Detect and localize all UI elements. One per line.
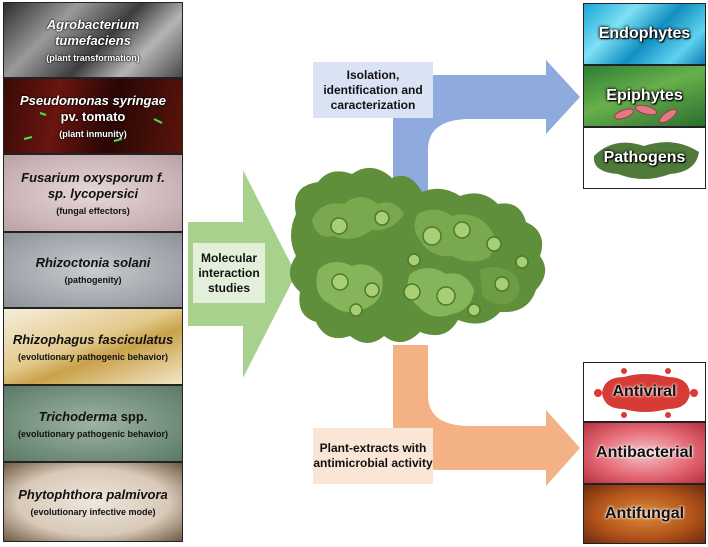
organism-name: Rhizoctonia solani [35, 255, 151, 270]
panel-fusarium: Fusarium oxysporum f. sp. lycopersici (f… [3, 154, 183, 232]
panel-antifungal: Antifungal [583, 484, 706, 544]
antifungal-label: Antifungal [604, 505, 685, 522]
panel-pseudomonas: Pseudomonas syringae pv. tomato (plant i… [3, 78, 183, 154]
antiviral-label: Antiviral [612, 383, 677, 400]
organism-name-suffix: pv. tomato [60, 109, 126, 124]
panel-antibacterial: Antibacterial [583, 422, 706, 484]
panel-rhizophagus: Rhizophagus fasciculatus (evolutionary p… [3, 308, 183, 385]
panel-trichoderma: Trichoderma spp. (evolutionary pathogeni… [3, 385, 183, 462]
organism-name-suffix: spp. [117, 408, 148, 424]
epiphyte-bacteria-image [614, 104, 678, 124]
panel-rhizoctonia: Rhizoctonia solani (pathogenity) [3, 232, 183, 308]
organism-role: (plant inmunity) [59, 129, 127, 139]
organism-role: (evolutionary infective mode) [30, 507, 156, 517]
isolation-label: Isolation, identification and caracteriz… [313, 62, 433, 118]
blue-arrow [393, 60, 580, 205]
pathogen-leaf-image [593, 142, 699, 179]
molecular-interaction-label: Molecular interaction studies [193, 243, 265, 303]
panel-antiviral: Antiviral [583, 362, 706, 422]
antibacterial-label: Antibacterial [596, 444, 693, 461]
organism-role: (pathogenity) [64, 275, 122, 285]
organism-name: Phytophthora palmivora [18, 487, 168, 502]
organism-role: (evolutionary pathogenic behavior) [17, 351, 169, 362]
virus-image [594, 368, 698, 418]
organism-role: (fungal effectors) [56, 206, 130, 216]
pathogens-label: Pathogens [603, 149, 686, 166]
organism-role: (plant transformation) [46, 53, 140, 63]
plant-extracts-label: Plant-extracts with antimicrobial activi… [313, 428, 433, 484]
organism-role: (evolutionary pathogenic behavior) [17, 428, 169, 439]
panel-agrobacterium: Agrobacterium tumefaciens (plant transfo… [3, 2, 183, 78]
endophytes-label: Endophytes [598, 25, 691, 42]
bacteria-fluorescence-image [23, 98, 163, 142]
moss-thallus-illustration [289, 167, 546, 343]
panel-pathogens: Pathogens [583, 127, 706, 189]
organism-name: Agrobacterium tumefaciens [46, 17, 140, 48]
panel-endophytes: Endophytes [583, 3, 706, 65]
panel-phytophthora: Phytophthora palmivora (evolutionary inf… [3, 462, 183, 542]
orange-arrow [393, 345, 580, 486]
organism-name: Rhizophagus fasciculatus [12, 331, 174, 347]
organism-name: Fusarium oxysporum f. sp. lycopersici [21, 170, 165, 201]
epiphytes-label: Epiphytes [606, 87, 683, 104]
organism-name: Pseudomonas syringae [20, 93, 166, 108]
panel-epiphytes: Epiphytes [583, 65, 706, 127]
organism-name: Trichoderma [38, 408, 118, 424]
